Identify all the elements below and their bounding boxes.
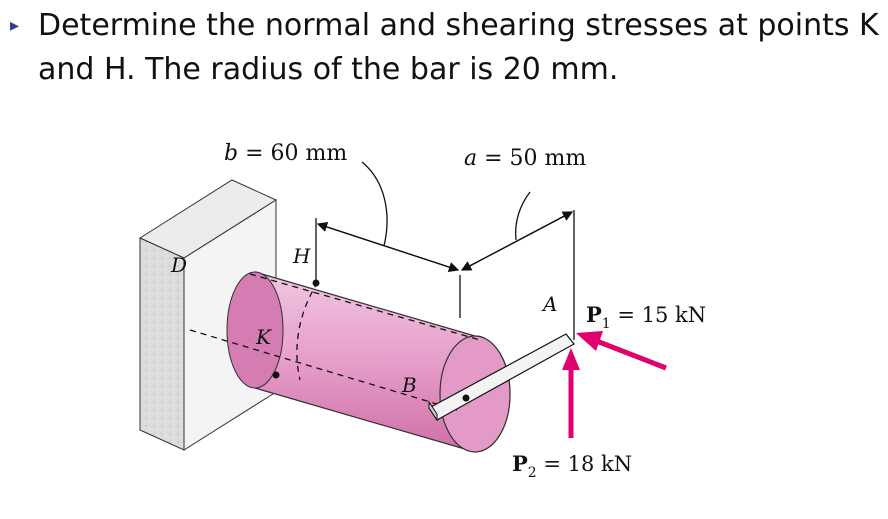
load-arrows	[562, 331, 667, 438]
problem-statement: ▸ Determine the normal and shearing stre…	[10, 4, 880, 92]
bullet-icon: ▸	[10, 15, 20, 36]
hidden-lines	[189, 273, 481, 411]
point-H-label: H	[292, 244, 311, 268]
dim-b-label: b = 60 mm	[224, 141, 347, 166]
dimension-lines	[315, 161, 575, 340]
problem-text: Determine the normal and shearing stress…	[38, 8, 879, 87]
crank-arm	[428, 333, 575, 422]
point-A-label: A	[541, 292, 557, 316]
point-B-label: B	[401, 373, 417, 397]
point-K-label: K	[255, 325, 272, 349]
cylinder-bar	[226, 271, 511, 453]
point-D-label: D	[170, 253, 187, 277]
load-P1-label: P1 = 15 kN	[586, 302, 706, 332]
dim-a-label: a = 50 mm	[464, 146, 586, 171]
point-K-marker	[272, 371, 280, 379]
load-P2-label: P2 = 18 kN	[512, 451, 632, 481]
